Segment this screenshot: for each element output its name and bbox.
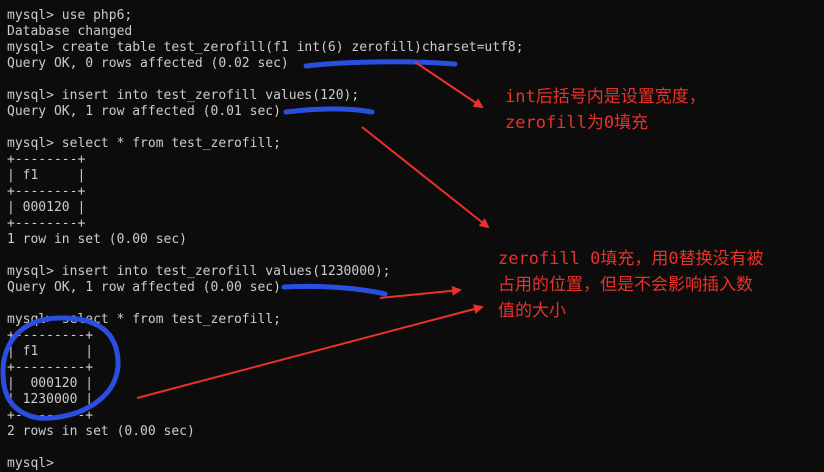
terminal-line: Query OK, 1 row affected (0.00 sec) [7, 280, 281, 295]
terminal-line: mysql> use php6; [7, 8, 133, 23]
table-row: | 000120 | [7, 376, 94, 391]
table-border: +---------+ [7, 408, 94, 423]
table-border: +--------+ [7, 184, 86, 199]
table-border: +--------+ [7, 216, 86, 231]
table-header: | f1 | [7, 168, 86, 183]
terminal-line: 2 rows in set (0.00 sec) [7, 424, 195, 439]
table-border: +---------+ [7, 328, 94, 343]
terminal-line: Query OK, 1 row affected (0.01 sec) [7, 104, 281, 119]
table-border: +--------+ [7, 152, 86, 167]
table-header: | f1 | [7, 344, 94, 359]
annotation-note: int后括号内是设置宽度， zerofill为0填充 [505, 87, 706, 133]
terminal-line: mysql> create table test_zerofill(f1 int… [7, 40, 524, 55]
table-row: | 000120 | [7, 200, 86, 215]
terminal-line: Query OK, 0 rows affected (0.02 sec) [7, 56, 289, 71]
table-row: | 1230000 | [7, 392, 94, 407]
terminal-output[interactable]: mysql> use php6; Database changed mysql>… [7, 0, 817, 471]
terminal-line: mysql> select * from test_zerofill; [7, 312, 281, 327]
terminal-line: mysql> insert into test_zerofill values(… [7, 264, 391, 279]
terminal-line: Database changed [7, 24, 133, 39]
annotation-note: zerofill 0填充，用0替换没有被 占用的位置，但是不会影响插入数 值的大… [498, 249, 764, 321]
terminal-line: 1 row in set (0.00 sec) [7, 232, 188, 247]
terminal-line: mysql> select * from test_zerofill; [7, 136, 281, 151]
terminal-line: mysql> insert into test_zerofill values(… [7, 88, 360, 103]
terminal-prompt[interactable]: mysql> [7, 456, 62, 471]
table-border: +---------+ [7, 360, 94, 375]
